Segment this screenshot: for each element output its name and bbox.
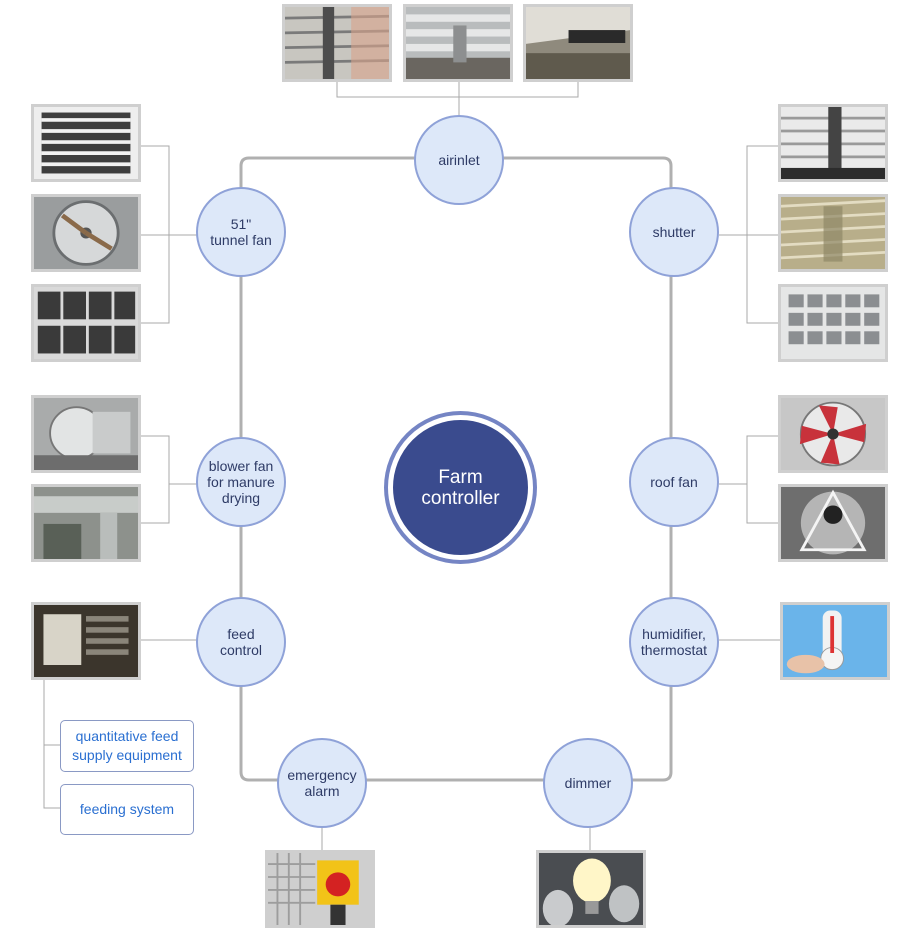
- node-humidifier: humidifier, thermostat: [629, 597, 719, 687]
- node-dimmer: dimmer: [543, 738, 633, 828]
- airinlet-photo-2: [403, 4, 513, 82]
- node-feed-control: feed control: [196, 597, 286, 687]
- shutter-photo-2: [778, 194, 888, 272]
- roof-fan-photo-2: [778, 484, 888, 562]
- shutter-photo-1: [778, 104, 888, 182]
- tunnel-fan-photo-1: [31, 104, 141, 182]
- airinlet-photo-1: [282, 4, 392, 82]
- node-emergency-alarm: emergency alarm: [277, 738, 367, 828]
- blower-fan-photo-2: [31, 484, 141, 562]
- tunnel-fan-photo-2: [31, 194, 141, 272]
- node-roof-fan: roof fan: [629, 437, 719, 527]
- roof-fan-photo-1: [778, 395, 888, 473]
- emergency-alarm-photo: [265, 850, 375, 928]
- feed-option-quantitative: quantitative feed supply equipment: [60, 720, 194, 772]
- airinlet-photo-3: [523, 4, 633, 82]
- humidifier-photo: [780, 602, 890, 680]
- feed-option-feeding-system: feeding system: [60, 784, 194, 835]
- node-blower-fan: blower fan for manure drying: [196, 437, 286, 527]
- farm-controller-center: Farm controller: [388, 415, 533, 560]
- node-airinlet: airinlet: [414, 115, 504, 205]
- tunnel-fan-photo-3: [31, 284, 141, 362]
- blower-fan-photo-1: [31, 395, 141, 473]
- node-shutter: shutter: [629, 187, 719, 277]
- feed-control-photo: [31, 602, 141, 680]
- shutter-photo-3: [778, 284, 888, 362]
- node-tunnel-fan: 51" tunnel fan: [196, 187, 286, 277]
- dimmer-photo: [536, 850, 646, 928]
